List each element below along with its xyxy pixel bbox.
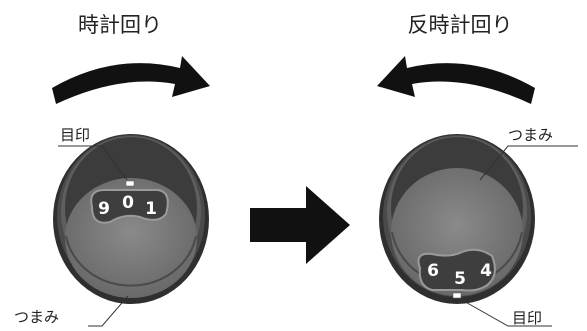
left-mark-leader (58, 145, 128, 181)
counterclockwise-arrow-icon (377, 56, 535, 104)
right-digit-6: 6 (427, 261, 439, 281)
right-index-mark (452, 292, 462, 299)
right-mark-label: 目印 (512, 309, 542, 327)
right-panel: 反時計回り 6 5 4 つまみ 目印 (377, 13, 578, 327)
left-digit-9: 9 (98, 199, 110, 219)
left-knob-label: つまみ (14, 308, 59, 326)
right-digit-4: 4 (480, 261, 492, 281)
left-digit-1: 1 (145, 199, 157, 219)
left-digit-badge: 9 0 1 (90, 189, 169, 224)
right-title: 反時計回り (408, 13, 513, 37)
left-knob (53, 134, 209, 304)
left-panel: 時計回り 9 0 1 目印 つまみ (14, 13, 210, 327)
right-knob-leader (479, 145, 578, 181)
left-mark-label: 目印 (60, 126, 90, 144)
left-title: 時計回り (78, 13, 162, 37)
left-knob-leader (88, 295, 129, 327)
right-arrow-icon (250, 186, 350, 264)
clockwise-arrow-icon (52, 56, 210, 104)
left-index-mark (125, 180, 135, 187)
right-digit-badge: 6 5 4 (417, 248, 496, 292)
right-mark-leader (461, 299, 552, 327)
right-digit-5: 5 (454, 269, 466, 289)
right-knob-label: つまみ (508, 126, 553, 144)
left-digit-0: 0 (122, 193, 134, 213)
